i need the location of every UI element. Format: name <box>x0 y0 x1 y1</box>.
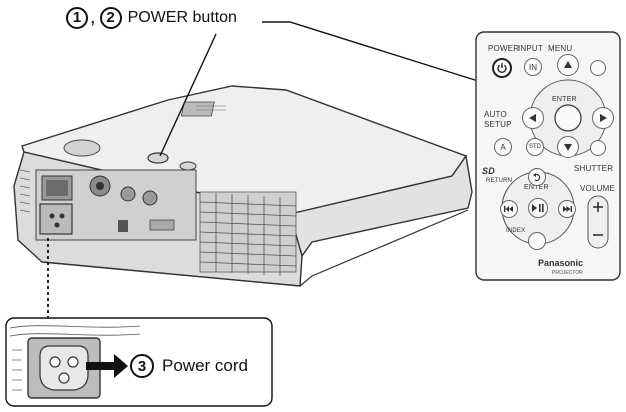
remote-down-button <box>557 136 579 158</box>
remote-shutter-button <box>590 140 606 156</box>
return-icon <box>532 172 542 182</box>
down-arrow-icon <box>563 142 573 152</box>
remote-menu-button <box>590 60 606 76</box>
remote-std-button: STD <box>526 138 544 156</box>
remote-right-button <box>592 107 614 129</box>
callout-separator: , <box>90 6 96 29</box>
remote-skip-forward-button <box>558 200 576 218</box>
projector-power-inlet <box>40 204 72 234</box>
front-vent-grid <box>200 192 296 276</box>
remote-label-power: POWER <box>488 44 519 53</box>
remote-label-volume: VOLUME <box>580 184 615 193</box>
remote-index-button <box>528 232 546 250</box>
power-button-label: POWER button <box>128 9 237 27</box>
remote-input-button: IN <box>524 58 542 76</box>
remote-skip-back-button <box>500 200 518 218</box>
power-cord-label: Power cord <box>162 356 248 376</box>
leader-line-remote <box>262 22 494 86</box>
power-button-callout: 1 , 2 POWER button <box>66 6 237 29</box>
remote-label-enter: ENTER <box>552 96 577 103</box>
up-arrow-icon <box>563 60 573 70</box>
remote-brand-logo: Panasonic <box>538 258 583 268</box>
play-pause-icon <box>532 204 544 212</box>
remote-label-return: RETURN <box>486 178 512 184</box>
minus-icon <box>592 229 604 241</box>
remote-label-setup: SETUP <box>484 120 512 129</box>
remote-model-text: PROJECTOR <box>552 270 583 276</box>
power-cord-callout: 3 Power cord <box>130 354 248 378</box>
remote-label-menu: MENU <box>548 44 572 53</box>
remote-power-button <box>492 58 512 78</box>
remote-volume-down-button <box>589 226 607 244</box>
plus-icon <box>592 201 604 213</box>
remote-label-input: INPUT <box>518 44 543 53</box>
top-dial <box>64 140 100 156</box>
skip-forward-icon <box>562 205 572 213</box>
power-button-shape <box>148 153 168 163</box>
right-arrow-icon <box>598 113 608 123</box>
remote-play-pause-button <box>528 198 548 218</box>
callout-number-3: 3 <box>130 354 154 378</box>
power-icon <box>496 62 508 74</box>
remote-up-button <box>557 54 579 76</box>
skip-back-icon <box>504 205 514 213</box>
top-button-2 <box>180 162 196 170</box>
left-arrow-icon <box>528 113 538 123</box>
remote-label-sd: SD <box>482 166 495 176</box>
remote-left-button <box>522 107 544 129</box>
remote-label-auto: AUTO <box>484 110 507 119</box>
remote-return-button <box>528 168 546 186</box>
top-vent <box>181 102 214 116</box>
remote-label-shutter: SHUTTER <box>574 164 613 173</box>
remote-auto-setup-button: A <box>494 138 512 156</box>
callout-number-1: 1 <box>66 7 88 29</box>
remote-label-index: INDEX <box>506 228 525 234</box>
remote-volume-up-button <box>589 198 607 216</box>
callout-number-2: 2 <box>100 7 122 29</box>
